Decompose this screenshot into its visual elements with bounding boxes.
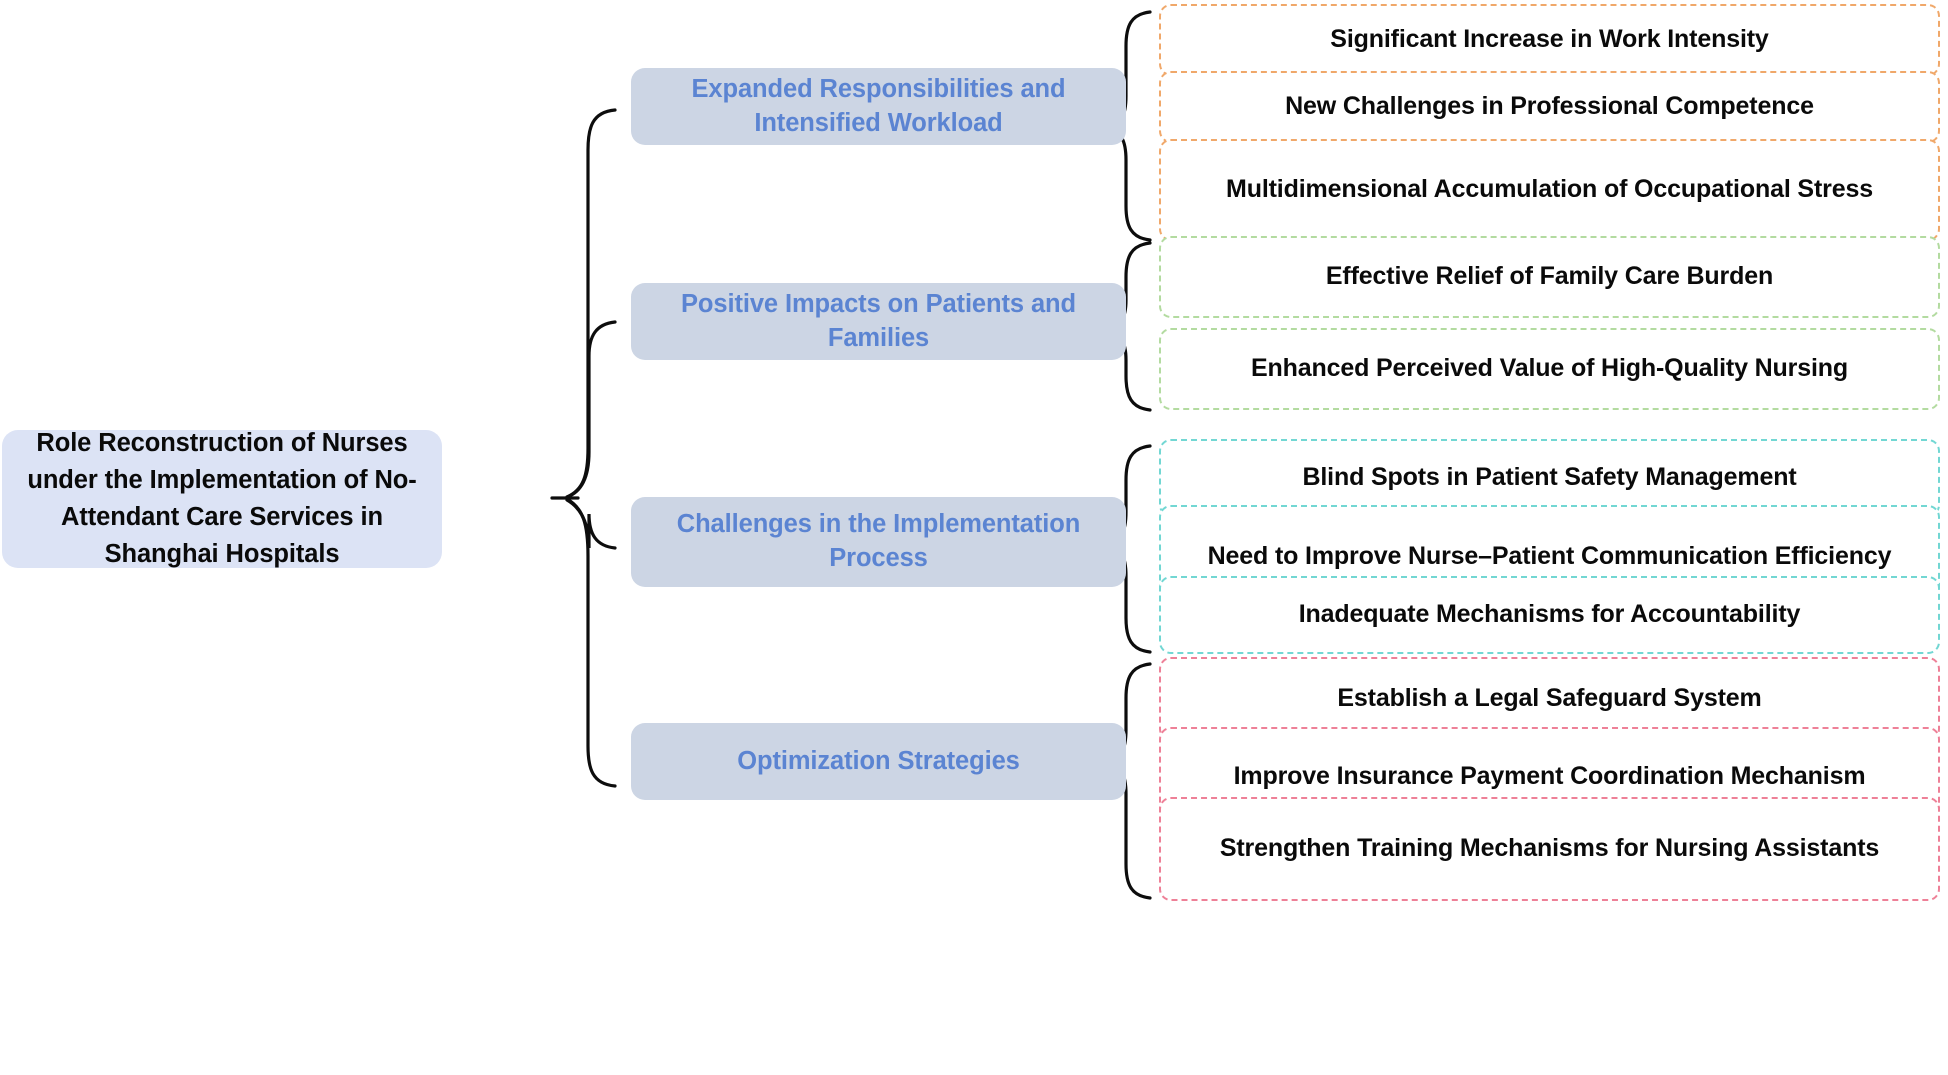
leaf-node-label: Strengthen Training Mechanisms for Nursi… xyxy=(1219,834,1880,863)
root-node[interactable]: Role Reconstruction of Nurses under the … xyxy=(2,429,442,568)
branch-node-implementation-challenges[interactable]: Challenges in the Implementation Process xyxy=(631,497,1126,587)
branch-node-label: Optimization Strategies xyxy=(737,746,1020,775)
branch-node-label: Positive Impacts on Patients and Familie… xyxy=(681,289,1076,352)
branch-node-positive-impacts[interactable]: Positive Impacts on Patients and Familie… xyxy=(631,283,1126,360)
leaf-node[interactable]: Strengthen Training Mechanisms for Nursi… xyxy=(1159,797,1940,901)
leaf-node-label: Need to Improve Nurse–Patient Communicat… xyxy=(1207,541,1892,570)
leaf-node-label: Enhanced Perceived Value of High-Quality… xyxy=(1250,354,1849,383)
leaf-node[interactable]: Significant Increase in Work Intensity xyxy=(1159,4,1940,76)
leaf-node[interactable]: Effective Relief of Family Care Burden xyxy=(1159,236,1940,318)
root-node-label: Role Reconstruction of Nurses under the … xyxy=(27,429,417,568)
leaf-node[interactable]: New Challenges in Professional Competenc… xyxy=(1159,71,1940,143)
leaf-node-label: Improve Insurance Payment Coordination M… xyxy=(1233,762,1866,791)
leaf-node-label: Significant Increase in Work Intensity xyxy=(1330,25,1769,54)
leaf-node-label: New Challenges in Professional Competenc… xyxy=(1285,92,1814,121)
leaf-node-label: Effective Relief of Family Care Burden xyxy=(1325,262,1774,291)
branch-node-label: Expanded Responsibilities and Intensifie… xyxy=(691,74,1066,137)
leaf-node[interactable]: Blind Spots in Patient Safety Management xyxy=(1159,439,1940,517)
leaf-node[interactable]: Multidimensional Accumulation of Occupat… xyxy=(1159,139,1940,241)
leaf-node-label: Multidimensional Accumulation of Occupat… xyxy=(1226,175,1873,204)
branch-node-label: Challenges in the Implementation Process xyxy=(676,510,1081,572)
leaf-node-label: Blind Spots in Patient Safety Management xyxy=(1302,463,1797,492)
root-brace xyxy=(550,108,617,788)
leaf-node-label: Inadequate Mechanisms for Accountability xyxy=(1298,600,1801,629)
branch-node-optimization-strategies[interactable]: Optimization Strategies xyxy=(631,723,1126,800)
branch-node-expanded-responsibilities[interactable]: Expanded Responsibilities and Intensifie… xyxy=(631,68,1126,145)
leaf-node[interactable]: Inadequate Mechanisms for Accountability xyxy=(1159,576,1940,654)
leaf-node-label: Establish a Legal Safeguard System xyxy=(1337,684,1762,713)
leaf-node[interactable]: Enhanced Perceived Value of High-Quality… xyxy=(1159,328,1940,410)
